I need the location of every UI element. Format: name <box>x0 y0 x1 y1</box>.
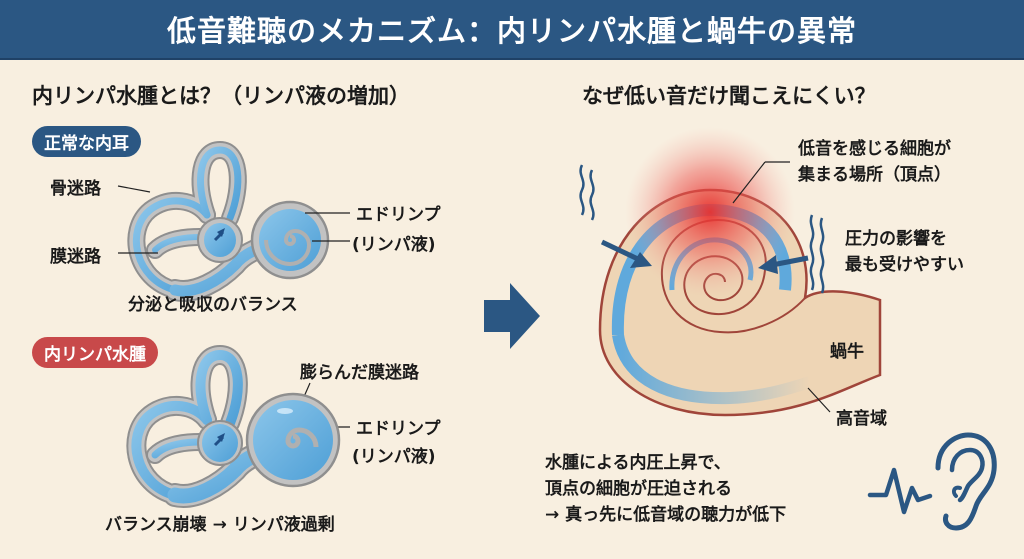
label-endolymph-hydrops: エドリンプ <box>356 419 441 439</box>
label-endolymph-hydrops-sub: (リンパ液) <box>352 447 436 467</box>
cochlea-spiral-illustration <box>579 127 882 417</box>
header-banner: 低音難聴のメカニズム：内リンパ水腫と蝸牛の異常 <box>0 0 1024 60</box>
label-swollen-membranous: 膨らんだ膜迷路 <box>300 363 419 383</box>
explanation-text: 水腫による内圧上昇で、 頂点の細胞が圧迫される → 真っ先に低音域の聴力が低下 <box>545 450 786 528</box>
label-pressure-1: 圧力の影響を <box>845 229 947 249</box>
label-endolymph-normal: エドリンプ <box>356 205 441 225</box>
label-cochlea: 蝸牛 <box>830 342 864 362</box>
hydrops-badge: 内リンパ水腫 <box>32 337 158 368</box>
label-bony-labyrinth: 骨迷路 <box>50 179 101 199</box>
label-high-frequency: 高音域 <box>836 409 887 429</box>
hydrops-inner-ear-illustration <box>126 345 341 508</box>
label-membranous-labyrinth: 膜迷路 <box>50 247 101 267</box>
label-apex-1: 低音を感じる細胞が <box>798 139 951 159</box>
explanation-line-3: → 真っ先に低音域の聴力が低下 <box>545 505 787 525</box>
label-pressure-2: 最も受けやすい <box>845 255 964 275</box>
hydrops-caption: バランス崩壊 → リンパ液過剰 <box>105 515 335 535</box>
normal-ear-badge: 正常な内耳 <box>32 126 141 157</box>
normal-caption: 分泌と吸収のバランス <box>128 295 298 315</box>
label-endolymph-normal-sub: (リンパ液) <box>352 235 436 255</box>
page-title: 低音難聴のメカニズム：内リンパ水腫と蝸牛の異常 <box>166 14 857 48</box>
explanation-line-2: 頂点の細胞が圧迫される <box>545 479 732 499</box>
left-section-title: 内リンパ水腫とは？（リンパ液の増加） <box>32 84 410 108</box>
explanation-line-1: 水腫による内圧上昇で、 <box>545 453 731 473</box>
normal-inner-ear-illustration <box>127 141 330 302</box>
ear-sound-wave-icon <box>867 432 997 531</box>
right-arrow-icon <box>484 283 540 349</box>
right-section-title: なぜ低い音だけ聞こえにくい？ <box>582 84 876 108</box>
label-apex-2: 集まる場所（頂点） <box>798 165 951 185</box>
